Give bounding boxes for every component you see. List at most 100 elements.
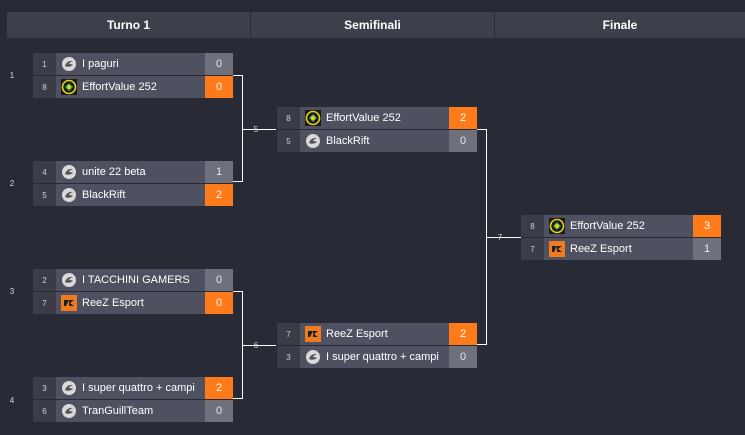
team-seed: 4 (33, 161, 56, 183)
match-number: 6 (253, 341, 259, 350)
team-row[interactable]: 7 ReeZ Esport 0 (33, 292, 233, 314)
team-name: BlackRift (82, 189, 126, 201)
team-name: EffortValue 252 (570, 220, 645, 232)
team-name-cell: I super quattro + campi (56, 377, 205, 399)
team-seed: 3 (33, 377, 56, 399)
team-seed: 5 (277, 130, 300, 152)
team-name: BlackRift (326, 135, 370, 147)
team-name: EffortValue 252 (82, 81, 157, 93)
team-row[interactable]: 4 unite 22 beta 1 (33, 161, 233, 183)
ev-logo-icon (548, 218, 565, 235)
team-name-cell: EffortValue 252 (544, 215, 693, 237)
team-name: I super quattro + campi (82, 382, 195, 394)
match-card[interactable]: 2 I TACCHINI GAMERS 0 7 ReeZ Esport 0 (33, 269, 233, 315)
team-score: 0 (205, 292, 233, 314)
team-name-cell: I TACCHINI GAMERS (56, 269, 205, 291)
team-score: 2 (205, 184, 233, 206)
bracket-connector (477, 129, 487, 345)
team-name: ReeZ Esport (82, 297, 144, 309)
match-number: 3 (9, 287, 15, 296)
bracket-connector (243, 345, 276, 346)
match-number: 2 (9, 179, 15, 188)
team-seed: 8 (33, 76, 56, 98)
team-name-cell: I super quattro + campi (300, 346, 449, 368)
bracket-connector (487, 237, 521, 238)
team-seed: 7 (277, 323, 300, 345)
ev-logo-icon (304, 110, 321, 127)
team-seed: 5 (33, 184, 56, 206)
shield-logo-icon (60, 272, 77, 289)
team-name: I TACCHINI GAMERS (82, 274, 190, 286)
team-row[interactable]: 5 BlackRift 2 (33, 184, 233, 206)
team-score: 2 (449, 107, 477, 129)
shield-logo-icon (304, 349, 321, 366)
team-score: 1 (693, 238, 721, 260)
team-score: 0 (205, 400, 233, 422)
bracket-connector (243, 129, 276, 130)
match-number: 4 (9, 396, 15, 405)
rz-logo-icon (60, 295, 77, 312)
ev-logo-icon (60, 79, 77, 96)
team-row[interactable]: 7 ReeZ Esport 1 (521, 238, 721, 260)
bracket-connector (233, 291, 243, 399)
team-seed: 6 (33, 400, 56, 422)
team-row[interactable]: 2 I TACCHINI GAMERS 0 (33, 269, 233, 291)
team-name: I super quattro + campi (326, 351, 439, 363)
team-score: 3 (693, 215, 721, 237)
team-name: unite 22 beta (82, 166, 146, 178)
team-name: TranGuillTeam (82, 405, 154, 417)
rz-logo-icon (548, 241, 565, 258)
team-row[interactable]: 1 I paguri 0 (33, 53, 233, 75)
shield-logo-icon (60, 403, 77, 420)
team-row[interactable]: 8 EffortValue 252 0 (33, 76, 233, 98)
team-name-cell: unite 22 beta (56, 161, 205, 183)
team-seed: 7 (521, 238, 544, 260)
team-seed: 1 (33, 53, 56, 75)
shield-logo-icon (304, 133, 321, 150)
team-row[interactable]: 5 BlackRift 0 (277, 130, 477, 152)
shield-logo-icon (60, 56, 77, 73)
shield-logo-icon (60, 380, 77, 397)
team-name-cell: ReeZ Esport (544, 238, 693, 260)
team-name: ReeZ Esport (570, 243, 632, 255)
team-score: 0 (205, 53, 233, 75)
team-name-cell: I paguri (56, 53, 205, 75)
match-number: 7 (497, 233, 503, 242)
round-header-semifinali: Semifinali (251, 12, 494, 38)
team-name: EffortValue 252 (326, 112, 401, 124)
team-score: 0 (205, 269, 233, 291)
team-name-cell: BlackRift (300, 130, 449, 152)
bracket-connector (233, 75, 243, 182)
team-name-cell: BlackRift (56, 184, 205, 206)
team-seed: 3 (277, 346, 300, 368)
team-name-cell: EffortValue 252 (56, 76, 205, 98)
team-score: 0 (449, 346, 477, 368)
team-seed: 2 (33, 269, 56, 291)
round-header-finale: Finale (495, 12, 745, 38)
team-score: 1 (205, 161, 233, 183)
team-name-cell: ReeZ Esport (56, 292, 205, 314)
team-row[interactable]: 6 TranGuillTeam 0 (33, 400, 233, 422)
team-name-cell: ReeZ Esport (300, 323, 449, 345)
match-card[interactable]: 1 I paguri 0 8 EffortValue 252 0 (33, 53, 233, 99)
match-card[interactable]: 4 unite 22 beta 1 5 BlackRift 2 (33, 161, 233, 207)
team-score: 0 (205, 76, 233, 98)
team-score: 2 (449, 323, 477, 345)
team-seed: 7 (33, 292, 56, 314)
match-number: 5 (253, 125, 259, 134)
round-header-turno-1: Turno 1 (7, 12, 250, 38)
team-row[interactable]: 3 I super quattro + campi 0 (277, 346, 477, 368)
team-name: I paguri (82, 58, 119, 70)
match-number: 1 (9, 71, 15, 80)
shield-logo-icon (60, 164, 77, 181)
team-score: 0 (449, 130, 477, 152)
team-name-cell: EffortValue 252 (300, 107, 449, 129)
